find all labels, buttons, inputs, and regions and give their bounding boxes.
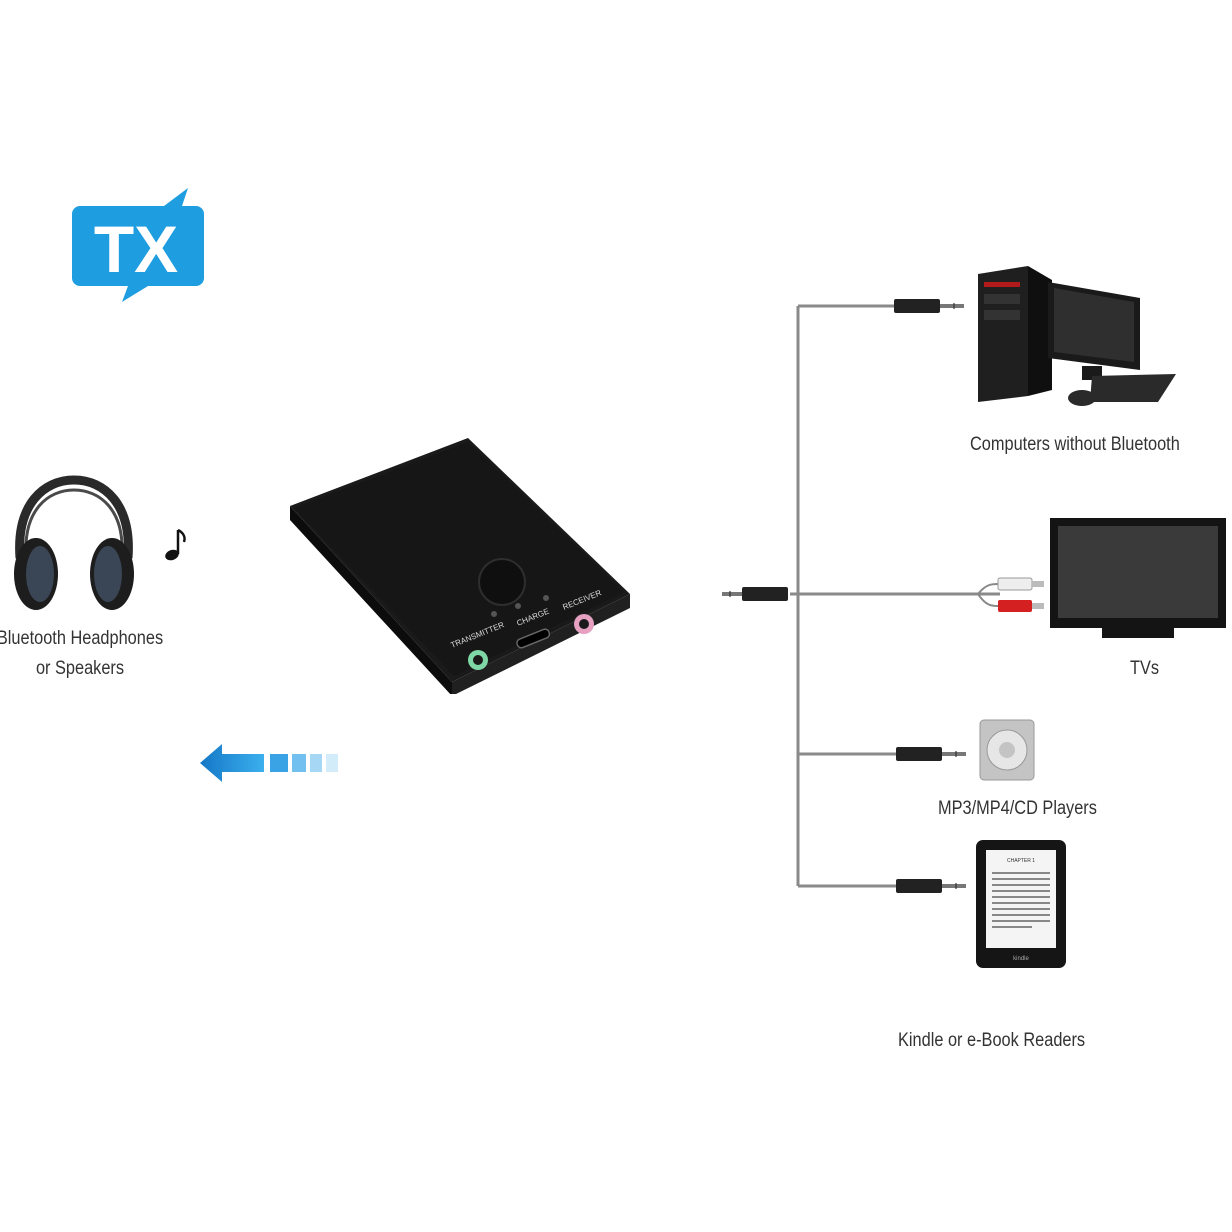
bluetooth-device: TRANSMITTER CHARGE RECEIVER: [290, 438, 630, 694]
rca-connectors-icon: [978, 577, 1044, 612]
ereader-icon: CHAPTER 1 kindle: [976, 840, 1066, 968]
players-label: MP3/MP4/CD Players: [938, 798, 1097, 819]
headphones-label-line1: Bluetooth Headphones: [0, 628, 164, 649]
cable-tree: [790, 304, 1000, 888]
ereader-label: Kindle or e-Book Readers: [898, 1030, 1086, 1051]
receiver-port[interactable]: [574, 614, 594, 634]
audio-jack-icon: [896, 747, 966, 761]
mp3-player-icon: [979, 719, 1035, 781]
main-audio-jack-icon: [722, 587, 788, 601]
power-button[interactable]: [478, 558, 526, 606]
tx-logo-text: TX: [94, 212, 178, 286]
led-indicator-1: [491, 611, 497, 617]
computers-label: Computers without Bluetooth: [970, 434, 1180, 455]
ereader-brand-text: kindle: [1013, 956, 1029, 962]
audio-jack-icon: [894, 299, 964, 313]
charge-port[interactable]: [516, 628, 551, 649]
headphones-label-line2: or Speakers: [35, 658, 125, 679]
left-arrow-icon: [200, 744, 338, 782]
headphones-icon: [14, 475, 134, 610]
tv-icon: [1050, 518, 1226, 638]
desktop-computer-icon: [978, 266, 1176, 406]
tvs-label: TVs: [1130, 658, 1160, 679]
audio-jack-icon: [896, 879, 966, 893]
tx-logo: TX: [72, 188, 204, 302]
led-indicator-2: [515, 603, 521, 609]
music-note-icon: [165, 528, 186, 561]
led-indicator-3: [543, 595, 549, 601]
ereader-chapter-text: CHAPTER 1: [1007, 858, 1035, 864]
transmitter-port[interactable]: [468, 650, 488, 670]
